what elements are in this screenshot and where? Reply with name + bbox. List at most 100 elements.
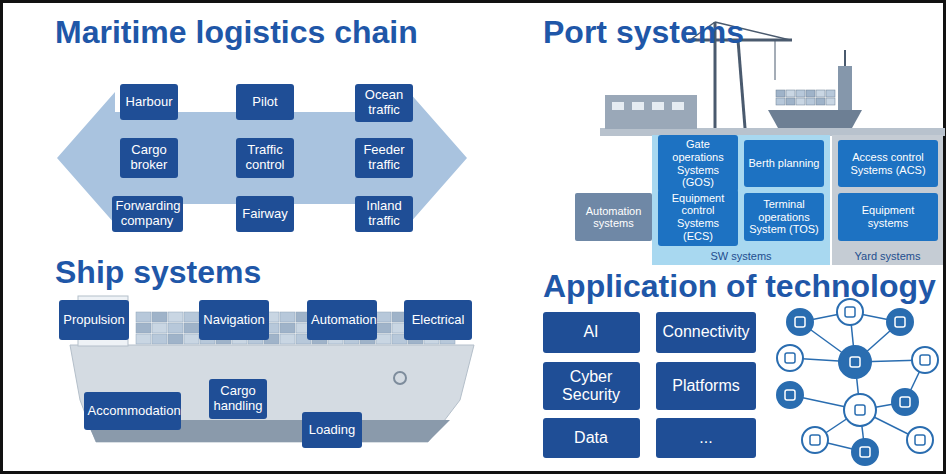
container <box>826 90 835 97</box>
anchor <box>394 372 406 384</box>
container <box>152 323 167 333</box>
section-heading: Ship systems <box>55 254 261 291</box>
system-box: Access control Systems (ACS) <box>838 140 938 187</box>
box-label: Berth planning <box>749 157 820 170</box>
box-label: Data <box>574 429 608 447</box>
network-icon <box>787 309 813 335</box>
icon-glyph <box>915 435 925 445</box>
system-box: Cargo handling <box>209 379 267 419</box>
icon-glyph <box>895 317 905 327</box>
icon-glyph <box>920 355 930 365</box>
container <box>796 90 805 97</box>
container <box>376 334 391 344</box>
box-label: Cyber Security <box>547 368 636 405</box>
box-label: Traffic control <box>240 143 290 173</box>
section-heading: Application of technology <box>543 268 936 305</box>
group-band: Gate operations Systems (GOS) Berth plann… <box>652 135 830 265</box>
container <box>826 98 835 105</box>
container <box>376 312 391 322</box>
system-box: Feeder traffic <box>355 138 413 178</box>
box-label: Navigation <box>203 313 264 328</box>
system-box: Berth planning <box>744 140 824 187</box>
network-icon <box>777 382 803 408</box>
ship-bridge <box>838 66 852 110</box>
system-box: Platforms <box>656 362 756 410</box>
box-label: Access control Systems (ACS) <box>841 151 935 176</box>
box-label: Ocean traffic <box>359 88 409 118</box>
box-label: Automation systems <box>578 205 649 229</box>
container <box>280 334 295 344</box>
system-box: Harbour <box>120 84 178 120</box>
container <box>786 98 795 105</box>
container <box>136 323 151 333</box>
network-icon <box>892 389 918 415</box>
box-label: Cargo handling <box>213 384 263 414</box>
container <box>136 334 151 344</box>
box-label: Pilot <box>252 95 277 110</box>
section-heading: Maritime logistics chain <box>55 14 418 51</box>
icon-glyph <box>900 397 910 407</box>
box-label: Fairway <box>242 207 288 222</box>
network-icon <box>852 439 878 465</box>
system-box: Fairway <box>236 196 294 232</box>
icon-glyph <box>795 317 805 327</box>
container <box>184 334 199 344</box>
system-box: Cargo broker <box>120 138 178 178</box>
container <box>816 98 825 105</box>
network-icon <box>912 347 938 373</box>
system-box: Equipment control Systems (ECS) <box>658 189 738 246</box>
icon-glyph <box>855 405 865 415</box>
system-box: ... <box>656 418 756 458</box>
window <box>632 102 644 110</box>
system-box: Traffic control <box>236 138 294 178</box>
box-label: Gate operations Systems (GOS) <box>661 138 735 189</box>
box-label: Terminal operations System (TOS) <box>747 198 821 236</box>
system-box: Connectivity <box>656 312 756 353</box>
group-band: Access control Systems (ACS) Equipment sy… <box>832 135 943 265</box>
box-label: Electrical <box>412 313 465 328</box>
box-label: Cargo broker <box>124 143 174 173</box>
system-box: Forwarding company <box>112 196 183 232</box>
system-box: Navigation <box>199 300 269 340</box>
box-label: Platforms <box>672 377 740 395</box>
system-box: Accommodation <box>84 392 181 430</box>
box-label: Loading <box>309 423 355 438</box>
icon-glyph <box>810 435 820 445</box>
system-box: Electrical <box>404 300 472 340</box>
container <box>816 90 825 97</box>
container <box>280 323 295 333</box>
network-icon <box>844 394 876 426</box>
box-label: Yard systems <box>855 250 921 262</box>
container-stack <box>776 90 835 105</box>
ship-mast <box>844 50 846 66</box>
ship-hull <box>70 345 474 442</box>
ship-illustration <box>70 296 474 442</box>
container <box>280 312 295 322</box>
container <box>786 90 795 97</box>
system-box: Cyber Security <box>543 362 640 410</box>
network-icon <box>839 346 871 378</box>
system-box: Terminal operations System (TOS) <box>744 193 824 241</box>
icon-glyph <box>785 353 795 363</box>
container <box>806 98 815 105</box>
container <box>796 98 805 105</box>
box-label: Harbour <box>126 95 173 110</box>
system-box: Pilot <box>236 84 294 120</box>
window <box>652 102 664 110</box>
box-label: Feeder traffic <box>359 143 409 173</box>
system-box: Automation <box>307 300 377 340</box>
system-box: Automation systems <box>575 193 652 241</box>
box-label: Propulsion <box>63 313 124 328</box>
container <box>184 312 199 322</box>
container <box>776 98 785 105</box>
window <box>612 102 624 110</box>
system-box: Equipment systems <box>838 193 938 241</box>
system-box: Gate operations Systems (GOS) <box>658 135 738 192</box>
container <box>152 312 167 322</box>
box-label: Equipment control Systems (ECS) <box>661 192 735 243</box>
container <box>776 90 785 97</box>
container <box>136 312 151 322</box>
